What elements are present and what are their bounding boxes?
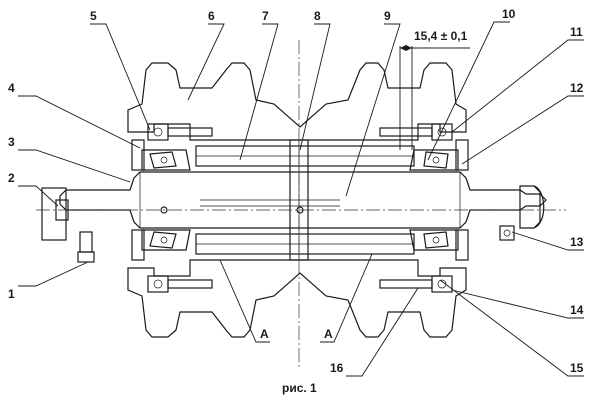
seal-right-lower <box>455 229 469 261</box>
figure-caption: рис. 1 <box>282 381 317 395</box>
callout-5: 5 <box>90 9 97 23</box>
callout-leaders <box>18 21 584 377</box>
dimension-15-4: 15,4 ± 0,1 <box>399 29 470 150</box>
callout-3: 3 <box>8 135 15 149</box>
bearing-right-lower <box>409 229 459 251</box>
callout-7: 7 <box>262 9 269 23</box>
callout-10: 10 <box>502 7 516 21</box>
callout-15: 15 <box>570 361 584 375</box>
bearing-left-upper <box>141 149 191 171</box>
callout-13: 13 <box>570 235 584 249</box>
roller-body-lower <box>127 259 467 338</box>
bearing-right-upper <box>409 149 459 171</box>
bolt-left-upper <box>147 123 213 141</box>
seal-left-upper <box>131 139 145 171</box>
callout-12: 12 <box>570 81 584 95</box>
plug-left <box>77 231 95 263</box>
callout-4: 4 <box>8 81 15 95</box>
callout-6: 6 <box>208 9 215 23</box>
axle-end-left <box>41 187 67 241</box>
callout-14: 14 <box>570 303 584 317</box>
bolt-left-lower <box>147 275 213 293</box>
section-mark-a-left: A <box>260 327 269 341</box>
seal-left-lower <box>131 229 145 261</box>
callout-2: 2 <box>8 171 15 185</box>
section-mark-a-right: A <box>324 327 333 341</box>
seal-right-upper <box>455 139 469 171</box>
plug-right <box>499 225 515 241</box>
bearing-left-lower <box>141 229 191 251</box>
bolt-right-upper <box>379 123 453 141</box>
callout-9: 9 <box>384 9 391 23</box>
callout-11: 11 <box>570 25 583 39</box>
callout-1: 1 <box>8 287 15 301</box>
bolt-right-lower <box>379 275 453 293</box>
hole-axle <box>160 206 168 214</box>
callout-16: 16 <box>330 361 344 375</box>
roller-body-upper <box>127 62 467 141</box>
callout-8: 8 <box>314 9 321 23</box>
dimension-label: 15,4 ± 0,1 <box>414 29 468 43</box>
